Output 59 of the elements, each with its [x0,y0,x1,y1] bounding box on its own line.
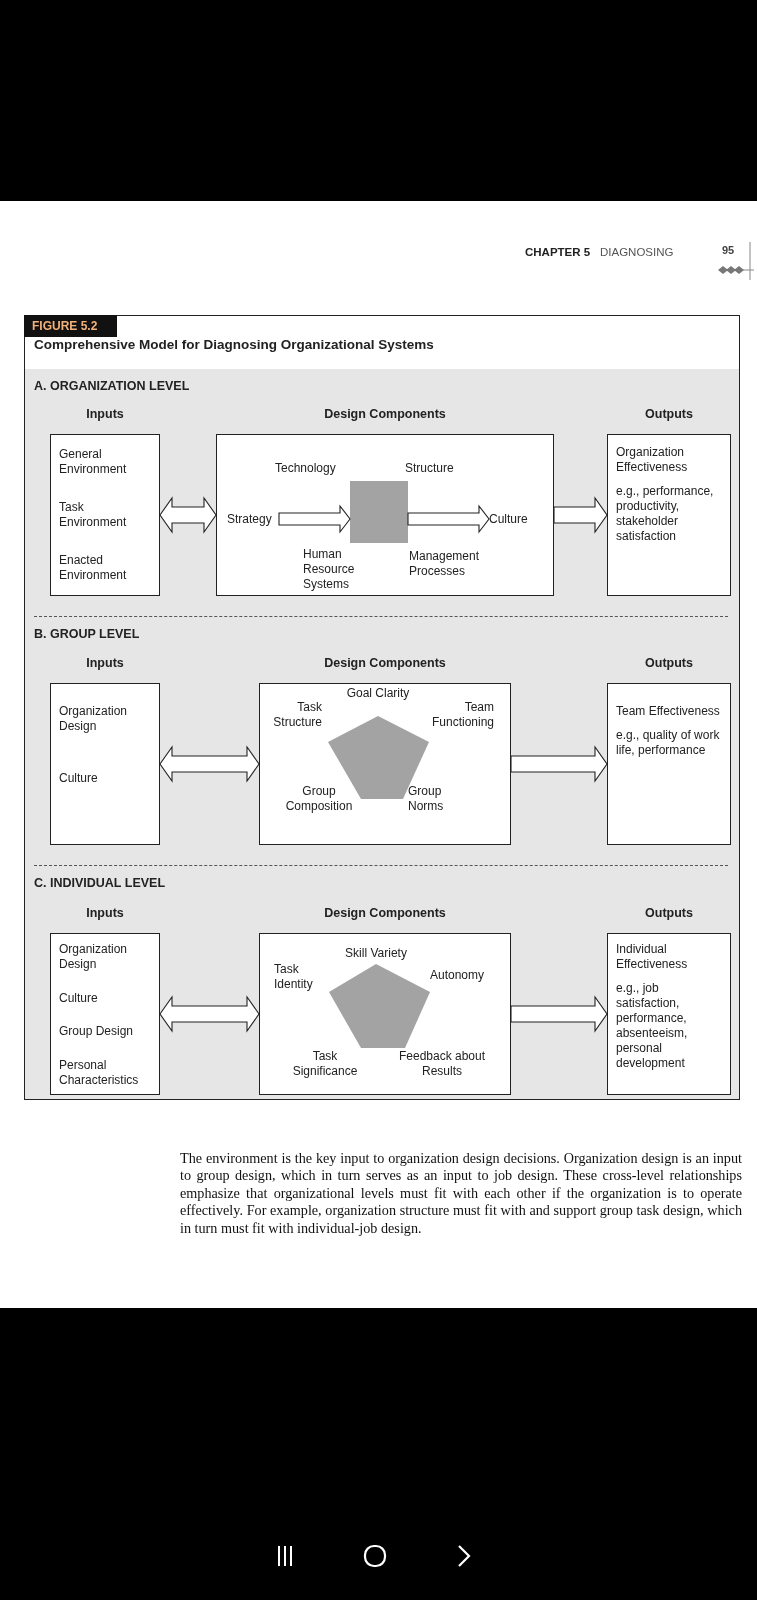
box-text: Culture [58,771,99,786]
running-header: CHAPTER 5 [525,246,591,258]
box-text: Personal Characteristics [58,1057,140,1088]
box-text: Human Resource Systems [303,547,356,592]
box-text: Team Effectiveness [615,704,721,719]
column-heading: Design Components [323,905,447,921]
block-arrow [407,504,490,534]
component-label: Culture [489,509,545,529]
box-text: Task Identity [274,962,314,992]
column-heading: Inputs [85,406,125,422]
column-heading: Inputs [85,905,125,921]
box-text: e.g., quality of work life, performance [615,728,721,758]
column-heading: Design Components [323,406,447,422]
box-text: Task Structure [272,700,322,730]
column-heading: Design Components [323,655,447,671]
column-heading: Inputs [85,655,125,671]
page-number: 95 [722,244,735,256]
box-text: e.g., performance, productivity, stakeholder satisfaction [615,484,715,544]
block-arrow [278,504,351,534]
component-label: Strategy [227,509,279,529]
box-text: e.g., job satisfaction, performance, absenteeism, personal development [615,981,689,1071]
box-text: Goal Clarity [345,686,411,701]
box-text: Group Composition [284,784,354,814]
box-text: Management Processes [409,549,481,579]
running-header: DIAGNOSING [600,246,674,258]
figure-caption: The environment is the key input to organization design decisions. Organization design is an input to group design, which in turn serves as an input to job design. These cross-level relationships emphasize that organizational levels must fit with each other if the organization is to operate effectively. For example, organization structure must fit with and support group task design, which in turn must fit with individual-job design. [180,1150,742,1238]
box-text: Individual Effectiveness [615,942,689,972]
box-text: Organization Effectiveness [615,445,689,475]
block-arrow [159,496,217,534]
column-heading: Outputs [644,655,694,671]
square-shape [350,481,408,543]
block-arrow [510,995,608,1033]
figure-tag: FIGURE 5.2 [24,315,117,337]
box-text: Group Design [58,1024,135,1040]
column-heading: Outputs [644,905,694,921]
box-text: Task Environment [58,500,128,530]
block-arrow [159,995,260,1033]
box-text: Autonomy [430,968,486,983]
box-text: Group Norms [408,784,445,814]
box-text: Skill Variety [344,946,408,961]
box-text: Task Significance [291,1049,359,1079]
block-arrow [510,745,608,783]
column-heading: Outputs [644,406,694,422]
pentagon-shape [329,964,430,1048]
box-text: Team Functioning [430,700,494,730]
level-title: B. GROUP LEVEL [34,627,140,641]
block-arrow [159,745,260,783]
figure-title: Comprehensive Model for Diagnosing Organizational Systems [34,337,434,352]
box-text: Organization Design [58,942,129,972]
box-text: Enacted Environment [58,553,128,583]
box-text: Organization Design [58,704,129,734]
box-text: General Environment [58,447,128,477]
box-text: Feedback about Results [397,1049,487,1079]
box-text: Culture [58,990,99,1006]
box-text: Technology [275,461,337,476]
block-arrow [553,496,608,534]
level-title: C. INDIVIDUAL LEVEL [34,876,166,890]
box-text: Structure [405,461,455,476]
level-title: A. ORGANIZATION LEVEL [34,379,190,393]
